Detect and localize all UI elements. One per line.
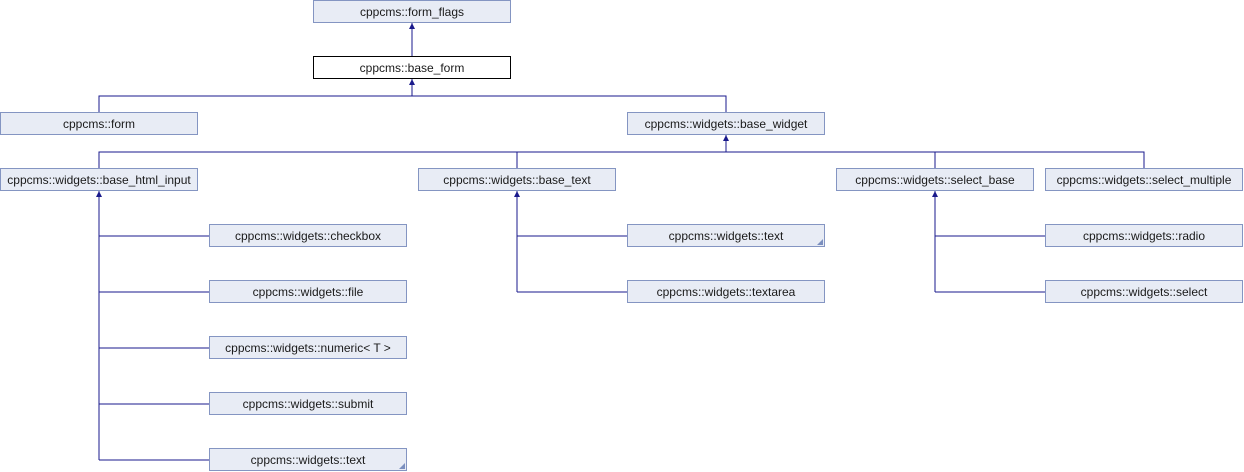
folded-corner-icon bbox=[399, 463, 405, 469]
class-node-label: cppcms::widgets::text bbox=[668, 228, 784, 243]
class-node-text-base-text[interactable]: cppcms::widgets::text bbox=[627, 224, 825, 247]
class-node-form-flags[interactable]: cppcms::form_flags bbox=[313, 0, 511, 23]
class-node-label: cppcms::widgets::text bbox=[250, 452, 366, 467]
class-node-select[interactable]: cppcms::widgets::select bbox=[1045, 280, 1243, 303]
edge-bus-row3 bbox=[98, 95, 727, 112]
class-node-base-html-input[interactable]: cppcms::widgets::base_html_input bbox=[0, 168, 198, 191]
class-node-radio[interactable]: cppcms::widgets::radio bbox=[1045, 224, 1243, 247]
edge-bus-row4 bbox=[98, 151, 1145, 168]
class-node-select-base[interactable]: cppcms::widgets::select_base bbox=[836, 168, 1034, 191]
class-node-base-form[interactable]: cppcms::base_form bbox=[313, 56, 511, 79]
class-node-text-html-input[interactable]: cppcms::widgets::text bbox=[209, 448, 407, 471]
class-node-form[interactable]: cppcms::form bbox=[0, 112, 198, 135]
class-node-submit[interactable]: cppcms::widgets::submit bbox=[209, 392, 407, 415]
class-node-base-text[interactable]: cppcms::widgets::base_text bbox=[418, 168, 616, 191]
folded-corner-icon bbox=[817, 239, 823, 245]
class-node-checkbox[interactable]: cppcms::widgets::checkbox bbox=[209, 224, 407, 247]
class-node-numeric[interactable]: cppcms::widgets::numeric< T > bbox=[209, 336, 407, 359]
class-node-select-multiple[interactable]: cppcms::widgets::select_multiple bbox=[1045, 168, 1243, 191]
class-node-base-widget[interactable]: cppcms::widgets::base_widget bbox=[627, 112, 825, 135]
class-node-textarea[interactable]: cppcms::widgets::textarea bbox=[627, 280, 825, 303]
class-node-file[interactable]: cppcms::widgets::file bbox=[209, 280, 407, 303]
